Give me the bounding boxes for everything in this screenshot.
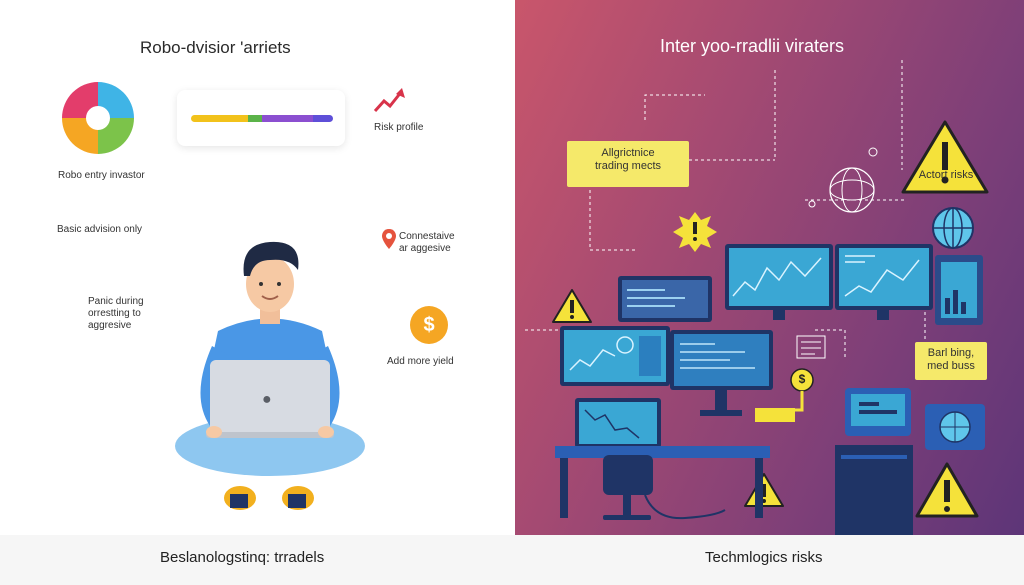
risk-bar-card (177, 90, 345, 146)
basic-advision-label: Basic advision only (57, 224, 143, 235)
desk (555, 446, 770, 518)
warning-icon-left (552, 289, 592, 323)
pie-segment-green (98, 118, 134, 154)
footer: Beslanologstinq: trradels Techmlogics ri… (0, 535, 1024, 585)
footer-left-caption: Beslanologstinq: trradels (160, 549, 325, 566)
monitor-left-large (560, 326, 670, 386)
risk-bar (191, 115, 333, 122)
conservative-label-line2: ar aggesive (399, 243, 451, 254)
conservative-label-line1: Connestaive (399, 231, 455, 242)
bart-bing-note: Barl bing, med buss (915, 342, 987, 380)
blue-globe-icon (932, 207, 974, 249)
algo-note-line2: trading mects (594, 160, 662, 172)
footer-right-caption: Techmlogics risks (705, 549, 823, 566)
globe-device-right (925, 404, 985, 450)
risk-profile-label: Risk profile (374, 122, 424, 133)
alert-risks-note: Actort risks (918, 169, 974, 181)
server-cabinet (835, 445, 913, 535)
apple-logo-icon: ● (262, 391, 272, 408)
warning-icon-bottom-middle (744, 473, 784, 507)
laptop (210, 360, 330, 436)
monitor-main-center (725, 244, 833, 320)
tech-network-diagram (525, 60, 989, 535)
server-tower-right (935, 255, 983, 325)
left-panel: Robo-dvisior 'arriets Robo entry invasto… (0, 0, 515, 535)
person-with-laptop-illustration (175, 241, 365, 510)
add-more-yield-label: Add more yield (387, 356, 454, 367)
warning-icon-bottom-right (915, 462, 979, 518)
office-chair (603, 455, 653, 520)
monitor-code-center (670, 330, 773, 416)
pie-chart-icon (62, 82, 134, 154)
pie-segment-red (62, 82, 98, 118)
document-icon (796, 335, 826, 359)
algo-note-line1: Allgrictnice (601, 147, 655, 159)
pie-segment-blue (98, 82, 134, 118)
bart-note-line2: med buss (927, 360, 975, 372)
laptop-device (575, 398, 661, 448)
map-pin-icon (382, 229, 396, 249)
head (246, 256, 294, 312)
pie-segment-orange (62, 118, 98, 154)
panic-label-line3: aggresive (88, 320, 132, 331)
risk-bar-segment-purple (261, 115, 314, 122)
dollar-symbol-right: $ (798, 372, 806, 386)
monitor-device-right (845, 388, 911, 436)
risk-bar-segment-yellow (191, 115, 248, 122)
panic-label-line1: Panic during (88, 296, 144, 307)
dollar-coin-icon: $ (410, 306, 448, 344)
right-panel: Inter yoo-rradlii viraters (515, 0, 1024, 535)
risk-bar-segment-blue (313, 115, 333, 122)
warning-icon-top-right (901, 120, 989, 194)
risk-bar-segment-green (247, 115, 262, 122)
algo-trading-note: Allgrictnice trading mects (567, 141, 689, 187)
monitor-right-center (835, 244, 933, 320)
monitor-small-top (618, 276, 712, 322)
hair (243, 241, 299, 276)
right-panel-title: Inter yoo-rradlii viraters (660, 36, 845, 56)
robo-entry-label: Robo entry invastor (58, 170, 145, 181)
globe-wireframe-icon (829, 167, 875, 213)
trend-arrow-icon (373, 88, 405, 113)
panic-label-line2: orrestting to (88, 308, 141, 319)
alert-burst-icon (673, 212, 717, 252)
bart-note-line1: Barl bing, (927, 347, 975, 359)
left-panel-title: Robo-dvisior 'arriets (140, 38, 291, 57)
